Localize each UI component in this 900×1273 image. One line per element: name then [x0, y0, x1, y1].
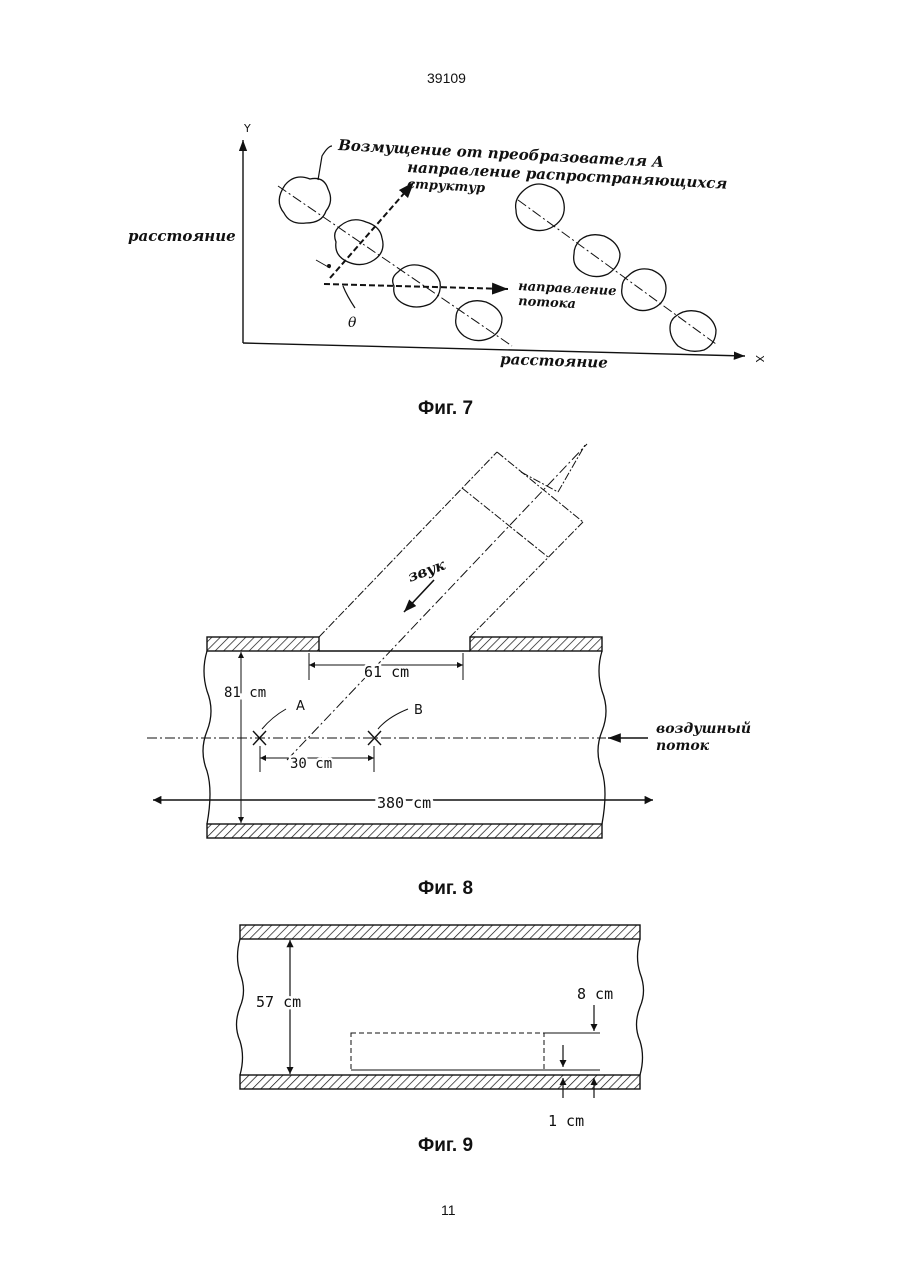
fig9-dashed-region [351, 1033, 544, 1070]
fig7-caption: Фиг. 7 [418, 398, 473, 420]
fig8-sound-label: звук [405, 555, 448, 585]
fig7-flow-direction-arrow [324, 284, 508, 289]
fig7-theta-label: θ [348, 315, 357, 331]
fig8-sound-arrow [404, 580, 434, 612]
fig8-dim-61-label: 61 cm [364, 663, 409, 681]
fig7-disturbance-blobs [279, 177, 716, 351]
fig8-point-b-marker [368, 709, 408, 745]
fig7-flow-label-2: потока [518, 294, 576, 312]
fig9-dim-1-label: 1 cm [548, 1112, 584, 1130]
fig8-caption: Фиг. 8 [418, 878, 473, 900]
fig7-dashdot-lines [278, 186, 716, 346]
page-number: 11 [441, 1202, 456, 1218]
fig7-structure-direction-label-2: структур [407, 177, 486, 196]
fig7-axis-x-label: X [753, 355, 766, 363]
fig7-blob-leader [318, 146, 332, 180]
fig7-theta-leader [343, 286, 355, 308]
fig7-distance-x-label: расстояние [500, 350, 608, 372]
fig8-point-a-marker [253, 709, 286, 745]
fig8-dim-30-label: 30 cm [290, 756, 332, 772]
fig8-dim-380-label: 380 cm [377, 794, 431, 812]
fig8-airflow-label-2: поток [656, 738, 710, 754]
fig7-axis-y-label: Y [243, 122, 251, 135]
fig7-y-leader [316, 260, 330, 268]
fig8-transducer-tube [319, 445, 585, 637]
fig8-point-a-label: A [296, 699, 305, 714]
fig9-caption: Фиг. 9 [418, 1135, 473, 1157]
fig8-dim-81-label: 81 cm [224, 685, 266, 701]
fig8-sound-axis-line [287, 444, 587, 760]
fig9-dim-8-label: 8 cm [577, 985, 613, 1003]
fig7-distance-y-label: расстояние [128, 227, 236, 245]
fig8-airflow-label-1: воздушный [656, 720, 751, 737]
fig9-dim-57-label: 57 cm [256, 993, 301, 1011]
fig8-point-b-label: B [414, 703, 423, 718]
